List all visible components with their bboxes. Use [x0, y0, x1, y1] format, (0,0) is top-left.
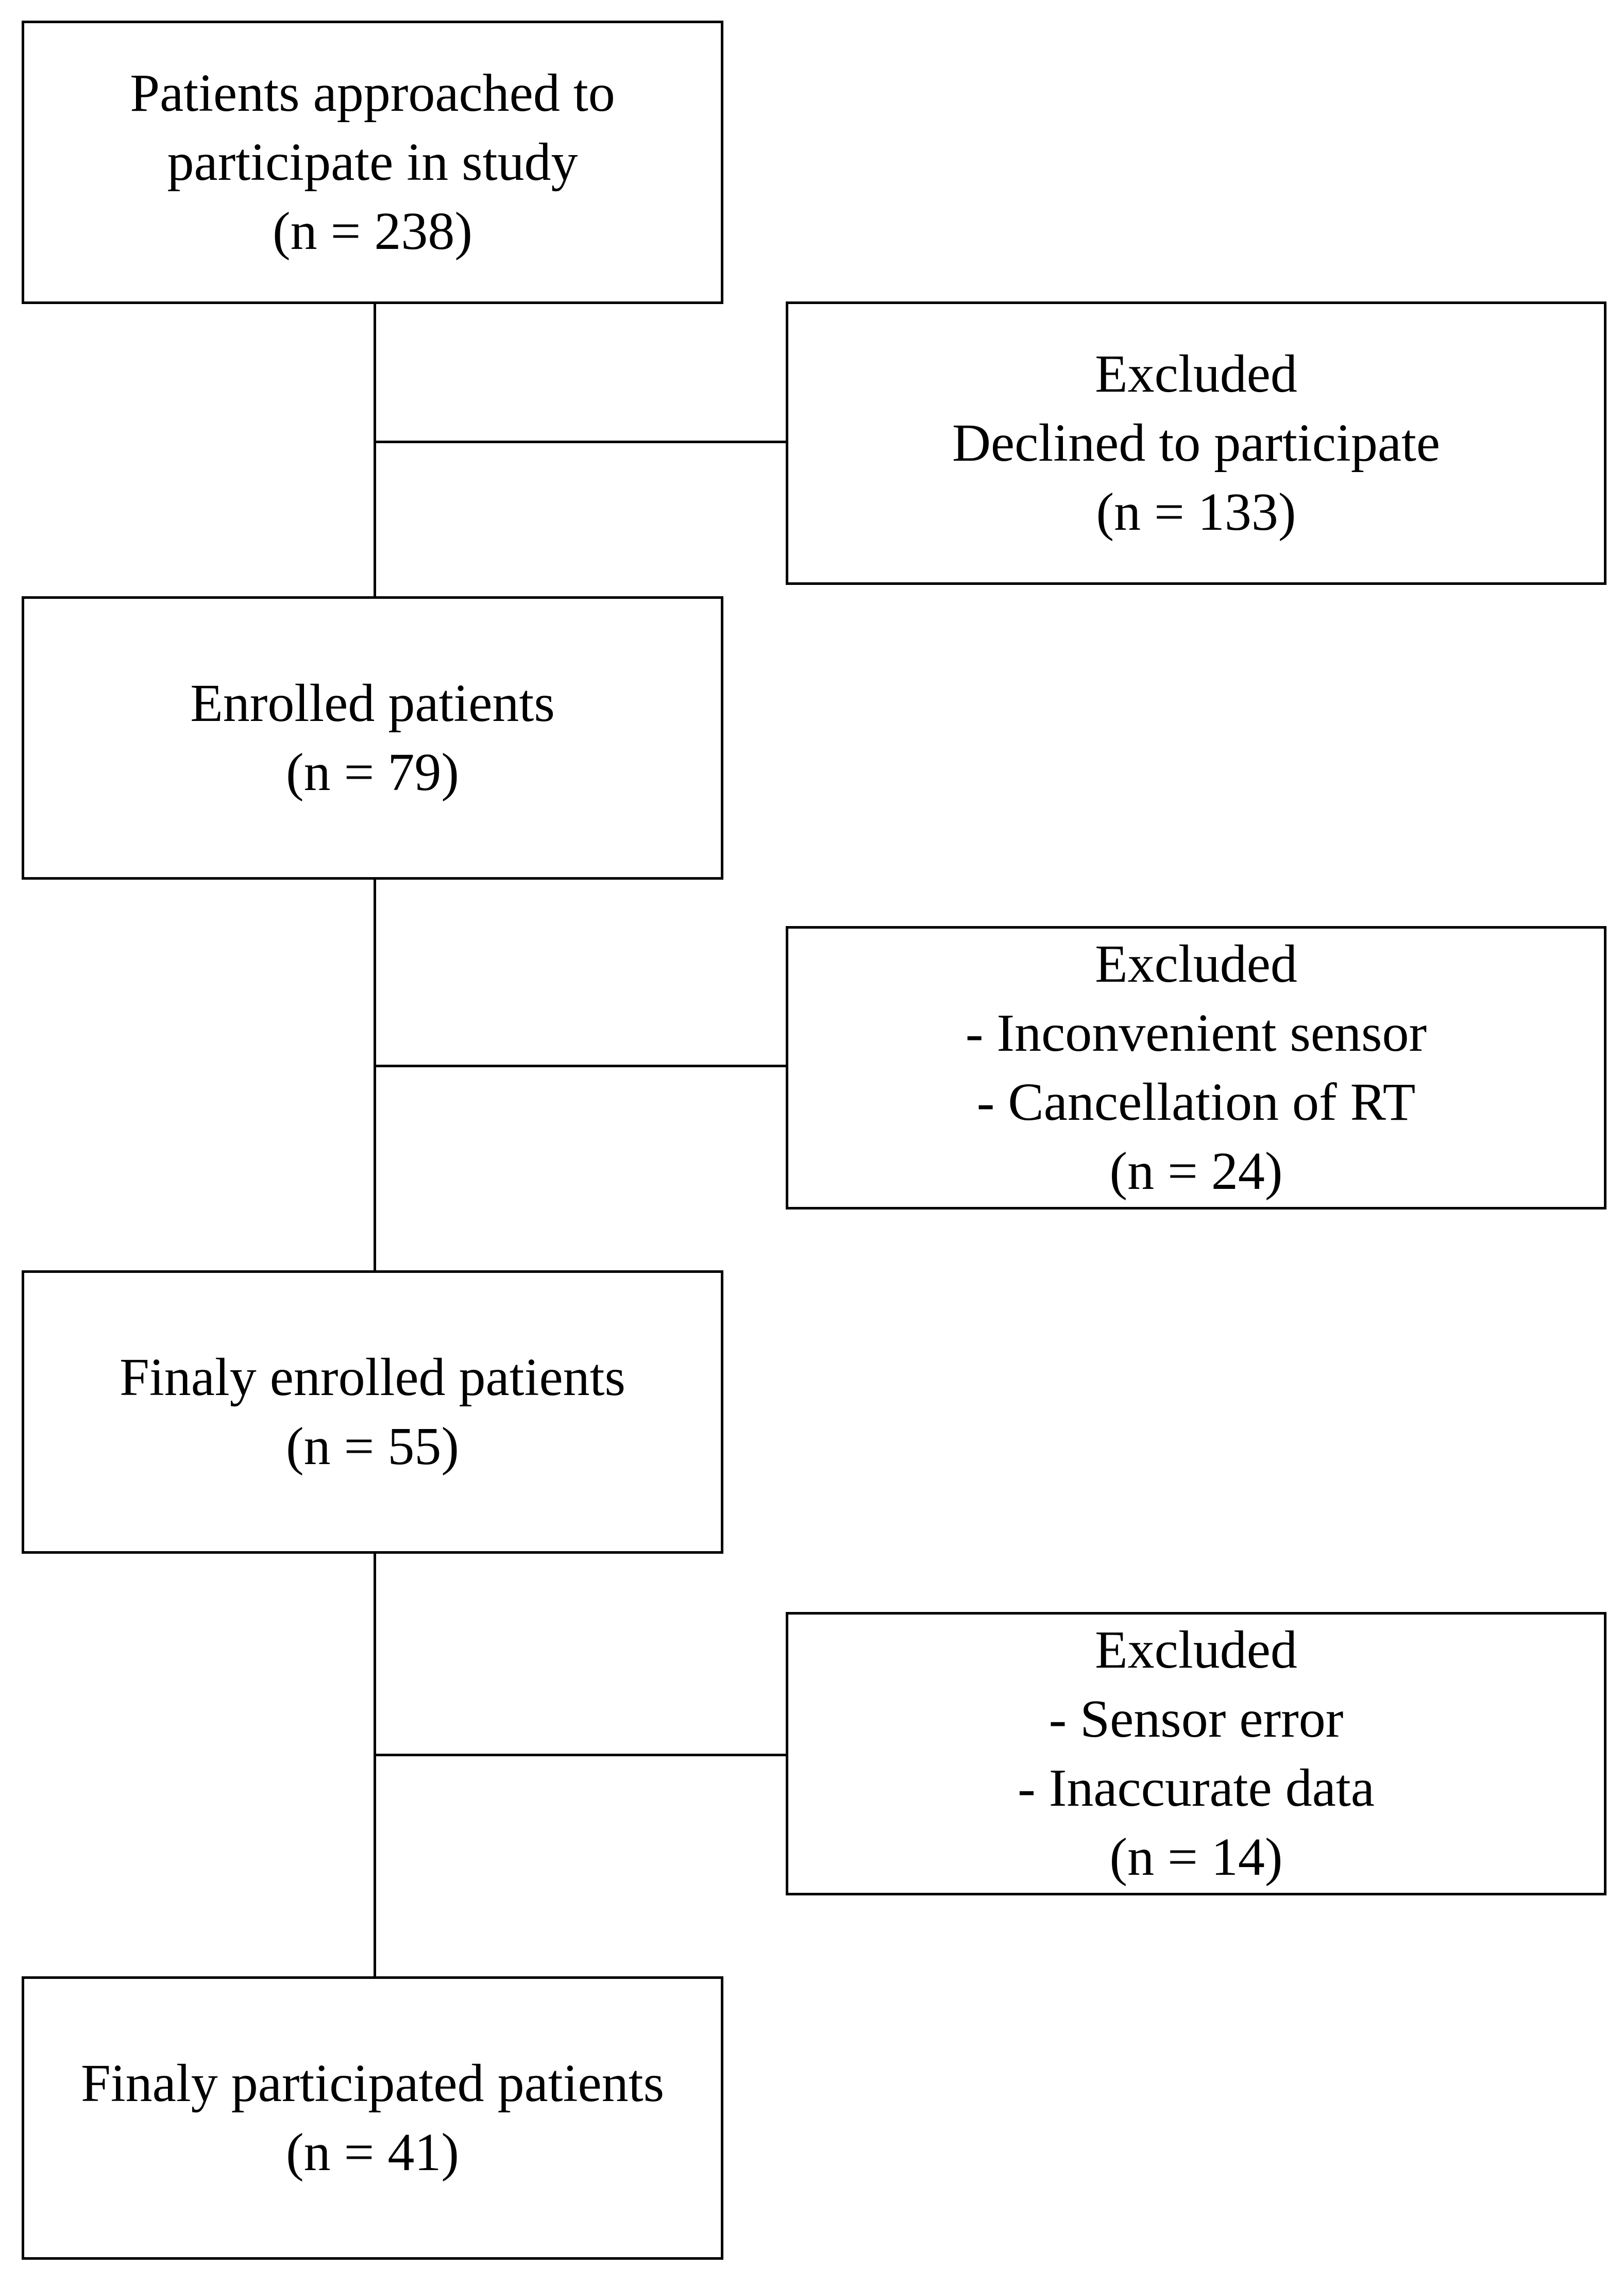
- box-line: participate in study: [167, 132, 578, 192]
- box-finally-enrolled-patients: Finaly enrolled patients (n = 55): [22, 1270, 723, 1554]
- connector-to-excluded-declined: [374, 441, 786, 443]
- box-line: (n = 55): [286, 1417, 459, 1476]
- connector-finally-enrolled-to-participated: [374, 1554, 376, 1979]
- box-line: - Inaccurate data: [1018, 1758, 1375, 1818]
- box-line: (n = 41): [286, 2123, 459, 2182]
- box-line: (n = 14): [1109, 1827, 1283, 1887]
- box-line: (n = 24): [1109, 1141, 1283, 1201]
- box-line: Excluded: [1095, 1620, 1297, 1679]
- box-finally-participated-patients: Finaly participated patients (n = 41): [22, 1976, 723, 2260]
- box-patients-approached: Patients approached to participate in st…: [22, 21, 723, 304]
- box-line: Excluded: [1095, 344, 1297, 404]
- box-line: Declined to participate: [952, 413, 1441, 473]
- box-line: - Inconvenient sensor: [965, 1003, 1427, 1063]
- box-line: (n = 133): [1096, 482, 1296, 542]
- connector-to-excluded-sensor: [374, 1065, 786, 1067]
- box-enrolled-patients: Enrolled patients (n = 79): [22, 596, 723, 880]
- box-line: Finaly enrolled patients: [119, 1348, 625, 1407]
- box-excluded-declined: Excluded Declined to participate (n = 13…: [786, 301, 1606, 585]
- box-excluded-sensor-rt: Excluded - Inconvenient sensor - Cancell…: [786, 926, 1606, 1209]
- connector-enrolled-to-finally-enrolled: [374, 879, 376, 1273]
- box-line: (n = 238): [273, 201, 472, 261]
- box-line: (n = 79): [286, 743, 459, 802]
- box-line: Patients approached to: [130, 63, 615, 123]
- box-line: - Cancellation of RT: [976, 1072, 1416, 1132]
- box-line: Enrolled patients: [190, 674, 555, 733]
- connector-approached-to-enrolled: [374, 301, 376, 598]
- box-excluded-sensor-error: Excluded - Sensor error - Inaccurate dat…: [786, 1612, 1606, 1895]
- box-line: - Sensor error: [1048, 1689, 1344, 1749]
- box-line: Excluded: [1095, 934, 1297, 994]
- box-line: Finaly participated patients: [80, 2054, 665, 2113]
- connector-to-excluded-error: [374, 1754, 786, 1756]
